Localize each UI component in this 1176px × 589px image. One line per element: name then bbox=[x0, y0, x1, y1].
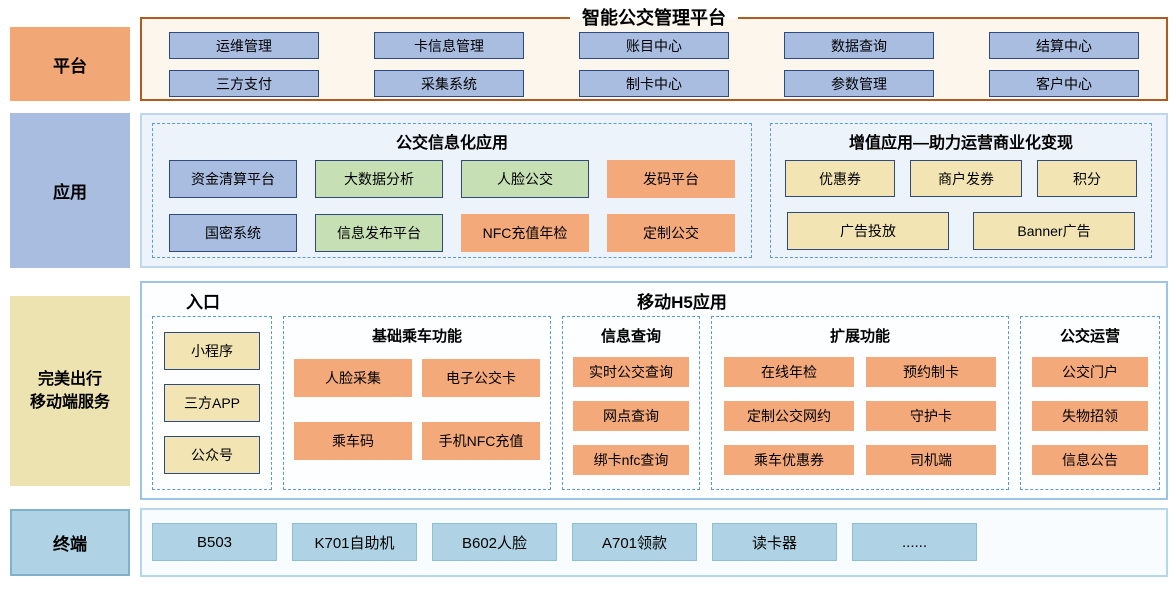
entry-column: 小程序 三方APP 公众号 bbox=[152, 316, 272, 490]
mobile-panel: 入口 移动H5应用 小程序 三方APP 公众号 基础乘车功能 人脸采集 电子公交… bbox=[140, 281, 1168, 500]
terminal-item: K701自助机 bbox=[292, 523, 417, 561]
mobile-item: 失物招领 bbox=[1032, 401, 1148, 431]
info-query-title: 信息查询 bbox=[600, 328, 661, 345]
platform-item: 制卡中心 bbox=[579, 70, 729, 97]
extended-functions-title: 扩展功能 bbox=[829, 328, 890, 345]
terminal-item: B602人脸 bbox=[432, 523, 557, 561]
basic-riding-column: 基础乘车功能 人脸采集 电子公交卡 乘车码 手机NFC充值 bbox=[283, 316, 551, 490]
bus-operation-list: 公交门户 失物招领 信息公告 bbox=[1021, 357, 1159, 475]
extended-functions-grid: 在线年检 预约制卡 定制公交网约 守护卡 乘车优惠券 司机端 bbox=[712, 357, 1008, 475]
bus-operation-column: 公交运营 公交门户 失物招领 信息公告 bbox=[1020, 316, 1160, 490]
platform-item: 数据查询 bbox=[784, 32, 934, 59]
terminal-row: B503 K701自助机 B602人脸 A701领款 读卡器 ...... bbox=[142, 510, 1166, 561]
bus-informatization-title: 公交信息化应用 bbox=[395, 135, 508, 152]
app-item: 人脸公交 bbox=[461, 160, 589, 198]
mobile-item: 预约制卡 bbox=[866, 357, 996, 387]
value-added-row2: 广告投放 Banner广告 bbox=[785, 212, 1137, 250]
terminal-panel: B503 K701自助机 B602人脸 A701领款 读卡器 ...... bbox=[140, 508, 1168, 577]
value-item: Banner广告 bbox=[973, 212, 1135, 250]
app-item: NFC充值年检 bbox=[461, 214, 589, 252]
mobile-item: 手机NFC充值 bbox=[422, 422, 540, 460]
platform-item: 卡信息管理 bbox=[374, 32, 524, 59]
value-item: 优惠券 bbox=[785, 160, 895, 197]
value-added-group: 增值应用—助力运营商业化变现 优惠券 商户发券 积分 广告投放 Banner广告 bbox=[770, 123, 1152, 258]
platform-panel: 智能公交管理平台 运维管理 卡信息管理 账目中心 数据查询 结算中心 三方支付 … bbox=[140, 5, 1168, 101]
platform-item: 客户中心 bbox=[989, 70, 1139, 97]
platform-item: 三方支付 bbox=[169, 70, 319, 97]
mobile-item: 绑卡nfc查询 bbox=[573, 445, 689, 475]
platform-item: 运维管理 bbox=[169, 32, 319, 59]
app-item: 大数据分析 bbox=[315, 160, 443, 198]
mobile-row-label: 完美出行 移动端服务 bbox=[10, 296, 130, 486]
basic-riding-title: 基础乘车功能 bbox=[371, 328, 462, 345]
application-row-label: 应用 bbox=[10, 113, 130, 268]
value-item: 广告投放 bbox=[787, 212, 949, 250]
diagram-title: 智能公交管理平台 bbox=[570, 5, 738, 31]
bus-operation-title: 公交运营 bbox=[1059, 328, 1120, 345]
platform-item: 账目中心 bbox=[579, 32, 729, 59]
mobile-item: 实时公交查询 bbox=[573, 357, 689, 387]
mobile-item: 守护卡 bbox=[866, 401, 996, 431]
platform-item: 结算中心 bbox=[989, 32, 1139, 59]
mobile-item: 公交门户 bbox=[1032, 357, 1148, 387]
mobile-item: 信息公告 bbox=[1032, 445, 1148, 475]
value-item: 商户发券 bbox=[910, 160, 1022, 197]
mobile-item: 电子公交卡 bbox=[422, 359, 540, 397]
value-item: 积分 bbox=[1037, 160, 1137, 197]
info-query-list: 实时公交查询 网点查询 绑卡nfc查询 bbox=[563, 357, 699, 475]
entry-item: 三方APP bbox=[164, 384, 260, 422]
terminal-item: 读卡器 bbox=[712, 523, 837, 561]
mobile-row-label-line2: 移动端服务 bbox=[29, 394, 110, 411]
mobile-columns: 小程序 三方APP 公众号 基础乘车功能 人脸采集 电子公交卡 乘车码 手机NF… bbox=[152, 316, 1160, 490]
platform-grid: 运维管理 卡信息管理 账目中心 数据查询 结算中心 三方支付 采集系统 制卡中心… bbox=[142, 19, 1166, 97]
mobile-item: 司机端 bbox=[866, 445, 996, 475]
mobile-h5-title: 移动H5应用 bbox=[637, 293, 727, 312]
entry-item: 公众号 bbox=[164, 436, 260, 474]
entry-title: 入口 bbox=[186, 293, 220, 312]
mobile-item: 在线年检 bbox=[724, 357, 854, 387]
mobile-row-label-line1: 完美出行 bbox=[37, 370, 102, 388]
app-item: 定制公交 bbox=[607, 214, 735, 252]
bus-informatization-grid: 资金清算平台 大数据分析 人脸公交 发码平台 国密系统 信息发布平台 NFC充值… bbox=[153, 160, 751, 252]
terminal-item: A701领款 bbox=[572, 523, 697, 561]
basic-riding-grid: 人脸采集 电子公交卡 乘车码 手机NFC充值 bbox=[284, 359, 550, 460]
extended-functions-column: 扩展功能 在线年检 预约制卡 定制公交网约 守护卡 乘车优惠券 司机端 bbox=[711, 316, 1009, 490]
value-added-title: 增值应用—助力运营商业化变现 bbox=[848, 135, 1073, 152]
platform-item: 采集系统 bbox=[374, 70, 524, 97]
application-panel: 公交信息化应用 资金清算平台 大数据分析 人脸公交 发码平台 国密系统 信息发布… bbox=[140, 113, 1168, 268]
platform-row-label: 平台 bbox=[10, 27, 130, 101]
app-item: 发码平台 bbox=[607, 160, 735, 198]
value-added-row1: 优惠券 商户发券 积分 bbox=[785, 160, 1137, 197]
mobile-item: 乘车码 bbox=[294, 422, 412, 460]
terminal-item: B503 bbox=[152, 523, 277, 561]
app-item: 资金清算平台 bbox=[169, 160, 297, 198]
bus-informatization-group: 公交信息化应用 资金清算平台 大数据分析 人脸公交 发码平台 国密系统 信息发布… bbox=[152, 123, 752, 258]
platform-item: 参数管理 bbox=[784, 70, 934, 97]
mobile-item: 人脸采集 bbox=[294, 359, 412, 397]
info-query-column: 信息查询 实时公交查询 网点查询 绑卡nfc查询 bbox=[562, 316, 700, 490]
app-item: 信息发布平台 bbox=[315, 214, 443, 252]
mobile-item: 乘车优惠券 bbox=[724, 445, 854, 475]
mobile-item: 定制公交网约 bbox=[724, 401, 854, 431]
terminal-row-label: 终端 bbox=[10, 509, 130, 576]
entry-item: 小程序 bbox=[164, 332, 260, 370]
app-item: 国密系统 bbox=[169, 214, 297, 252]
terminal-item: ...... bbox=[852, 523, 977, 561]
mobile-item: 网点查询 bbox=[573, 401, 689, 431]
